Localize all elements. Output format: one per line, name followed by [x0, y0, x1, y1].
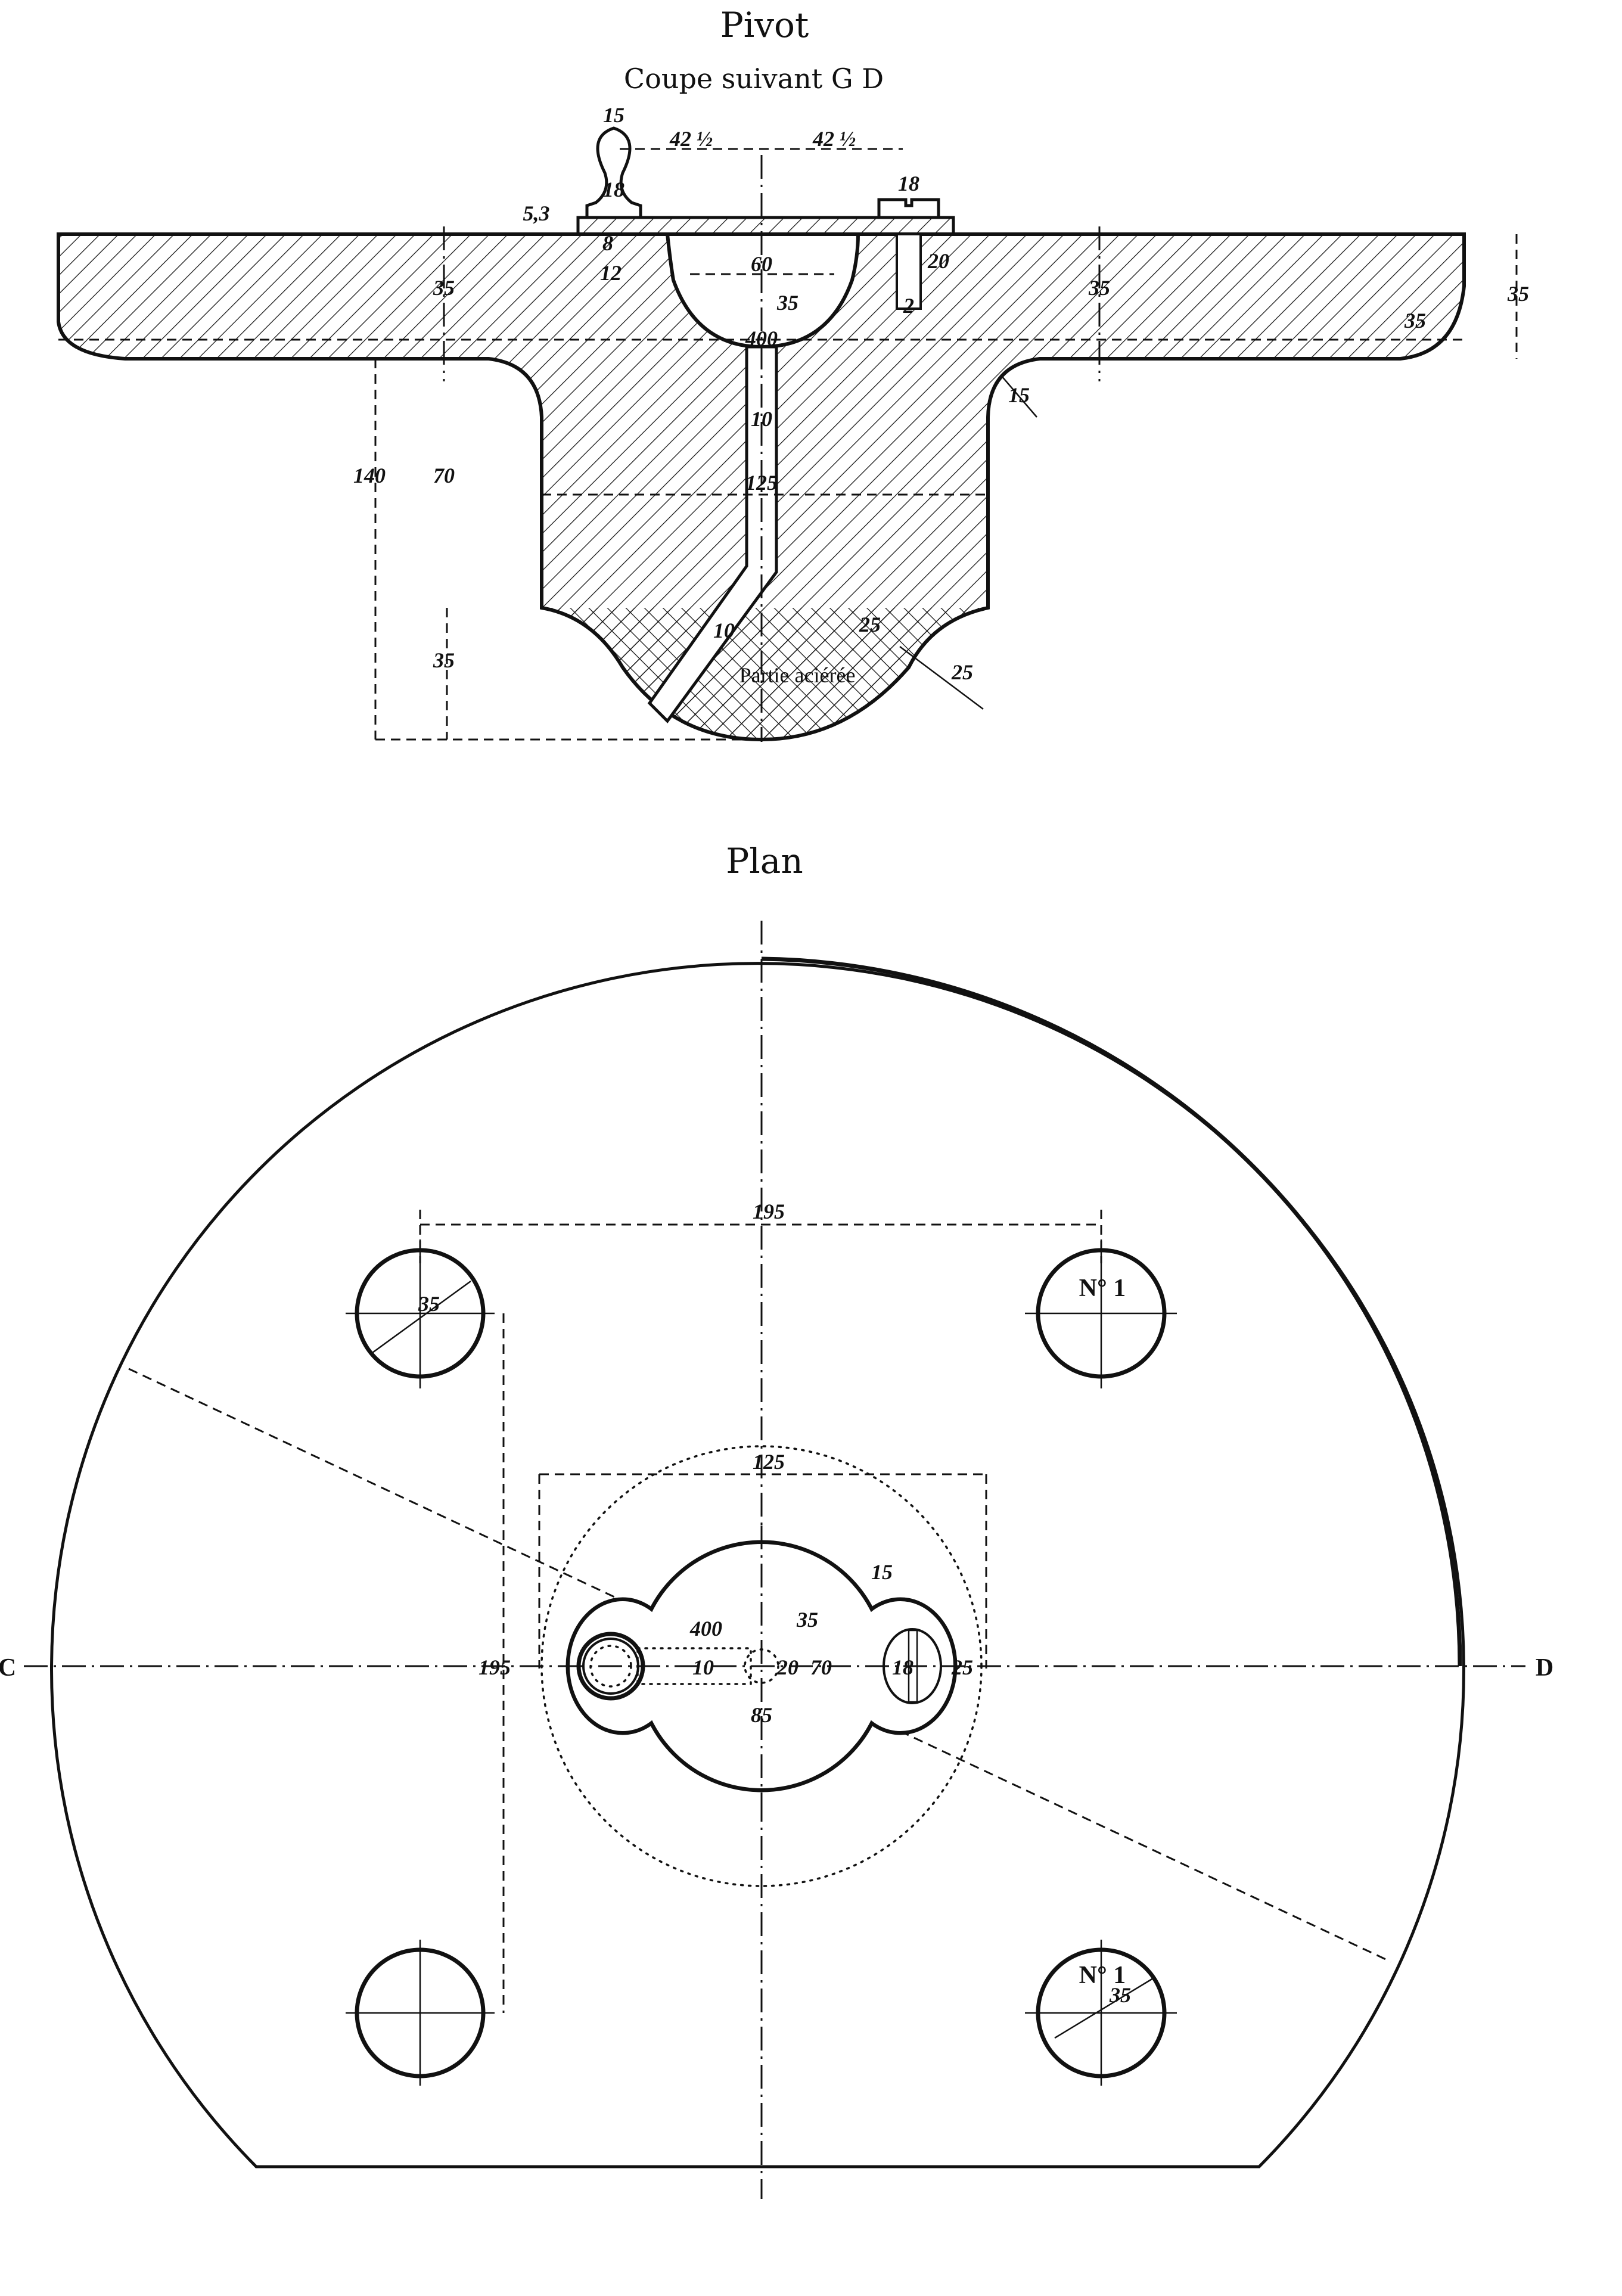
- dimension-label: 10: [751, 407, 772, 431]
- dimension-label: 35: [418, 1292, 440, 1316]
- dimension-label: 25: [859, 613, 881, 636]
- hole-label-top-right: N° 1: [1079, 1275, 1126, 1302]
- dimension-label: 10: [713, 619, 735, 642]
- screw-thread: [896, 233, 922, 310]
- screw-hole: [883, 1628, 942, 1704]
- dimension-label: 140: [353, 464, 386, 487]
- dimension-label: 35: [1088, 276, 1110, 300]
- pivot-section: [57, 126, 1518, 742]
- dimension-label: 20: [927, 249, 949, 273]
- dimension-label: 42 ½: [669, 127, 713, 151]
- section-subtitle: Coupe suivant G D: [624, 63, 884, 95]
- dimension-label: 60: [751, 252, 772, 276]
- oil-bore: [647, 345, 778, 723]
- hole-label-bottom-right: N° 1: [1079, 1962, 1126, 1989]
- dimension-label: 70: [433, 464, 455, 487]
- screw-head: [877, 198, 940, 219]
- section-end-d: D: [1536, 1654, 1553, 1682]
- dimension-label: 25: [951, 1655, 973, 1679]
- dimension-label: 35: [433, 276, 455, 300]
- dimension-label: 35: [1507, 282, 1529, 306]
- steel-label: Partie aciérée: [739, 663, 856, 687]
- dimension-label: 10: [692, 1655, 714, 1679]
- dimension-label: 85: [751, 1703, 772, 1727]
- dimension-label: 5,3: [523, 201, 550, 225]
- plan-dimensions: 195 35 125 400 15 35 10 20 70 18 25 85 1…: [418, 1200, 1131, 2007]
- plan-title: Plan: [726, 841, 803, 881]
- oiler-knob: [585, 126, 642, 219]
- base-plate-outline: [50, 962, 1465, 2168]
- dimension-label: 400: [745, 327, 778, 350]
- dimension-label: 8: [602, 231, 613, 255]
- dimension-label: 18: [892, 1655, 913, 1679]
- dimension-label: 12: [600, 261, 622, 285]
- section-end-c: C: [0, 1654, 16, 1682]
- pivot-plan: N° 1 N° 1 C D: [0, 921, 1553, 2199]
- dimension-label: 15: [603, 103, 624, 127]
- steel-part: [542, 608, 988, 740]
- dimension-label: 20: [776, 1655, 798, 1679]
- dimension-label: 400: [689, 1617, 722, 1641]
- dimension-label: 35: [796, 1608, 818, 1632]
- dimension-label: 125: [745, 471, 778, 495]
- dimension-label: 195: [478, 1655, 511, 1679]
- section-dimensions: 15 42 ½ 42 ½ 18 18 5,3 8 12 60 35 400 20…: [353, 103, 1529, 687]
- dimension-label: 2: [903, 294, 914, 318]
- outer-dotted-circle: [540, 1445, 983, 1887]
- central-flange: [560, 1526, 965, 1806]
- dimension-label: 15: [871, 1560, 893, 1584]
- dimension-label: 25: [951, 660, 973, 684]
- bolt-hole-top-left: [346, 1239, 495, 1388]
- dimension-label: 18: [898, 172, 919, 195]
- dimension-label: 35: [433, 648, 455, 672]
- dimension-label: 42 ½: [812, 127, 856, 151]
- section-title: Pivot: [720, 5, 809, 45]
- dimension-label: 195: [753, 1200, 785, 1223]
- dimension-label: 125: [753, 1450, 785, 1474]
- oiler-ring: [576, 1632, 645, 1701]
- dimension-label: 18: [603, 178, 624, 201]
- bolt-hole-top-right: [1025, 1239, 1177, 1388]
- dimension-label: 35: [1404, 309, 1426, 333]
- dimension-label: 70: [810, 1655, 832, 1679]
- cover-plate: [576, 216, 955, 236]
- dimension-label: 35: [776, 291, 798, 315]
- bolt-hole-bottom-right: [1025, 1940, 1177, 2086]
- dimension-label: 35: [1109, 1983, 1131, 2007]
- bolt-hole-bottom-left: [346, 1940, 495, 2086]
- dimension-label: 15: [1008, 383, 1030, 407]
